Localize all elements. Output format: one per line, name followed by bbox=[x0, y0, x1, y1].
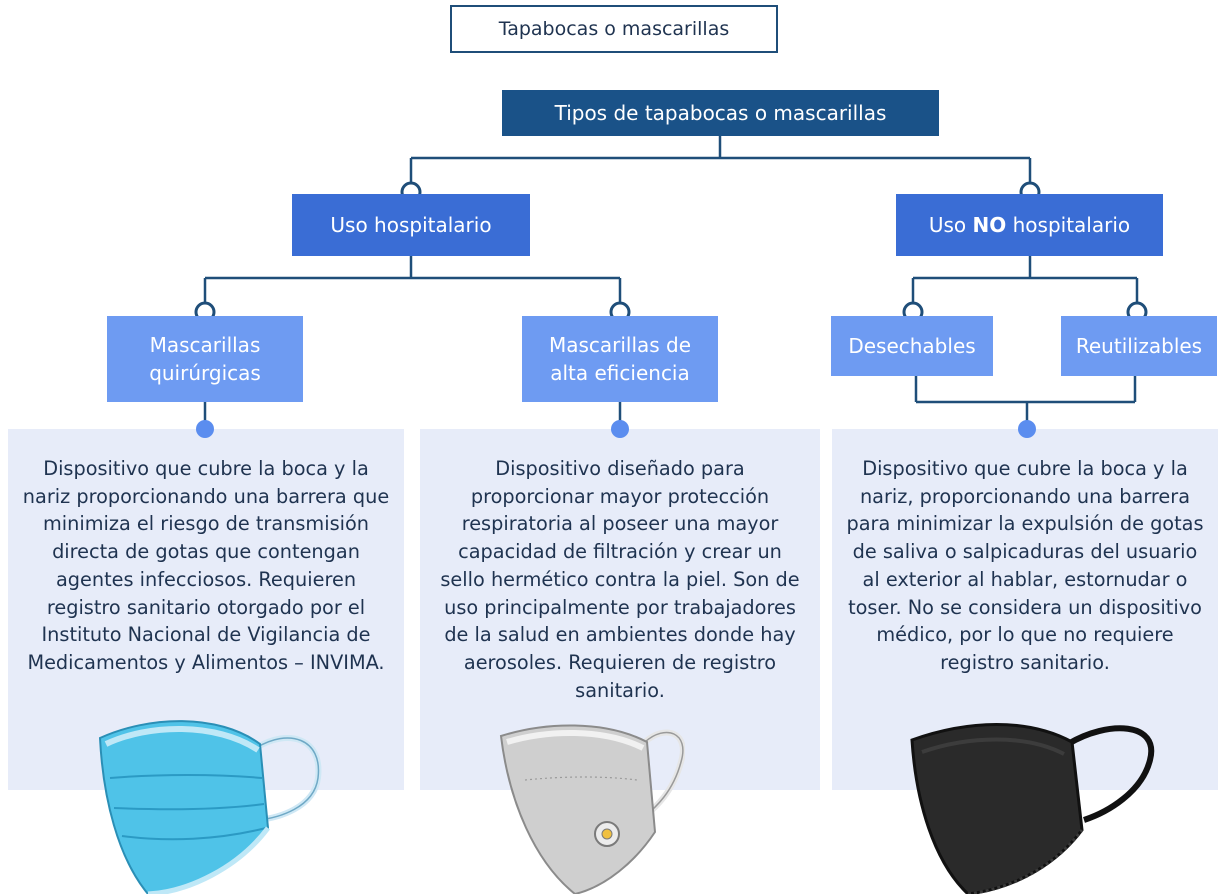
non-hospital-use-label: Uso NO hospitalario bbox=[929, 213, 1130, 237]
reusable-label: Reutilizables bbox=[1075, 334, 1203, 358]
high-efficiency-description-panel: Dispositivo diseñado para proporcionar m… bbox=[420, 429, 820, 790]
non-hospital-suffix: hospitalario bbox=[1006, 213, 1131, 237]
surgical-masks-label: Mascarillas quirúrgicas bbox=[149, 333, 261, 385]
reusable-node: Reutilizables bbox=[1061, 316, 1217, 376]
diagram-title-text: Tapabocas o mascarillas bbox=[498, 18, 730, 40]
hospital-use-label: Uso hospitalario bbox=[330, 213, 492, 237]
high-efficiency-masks-label: Mascarillas de alta eficiencia bbox=[548, 333, 692, 385]
surgical-masks-node: Mascarillas quirúrgicas bbox=[107, 316, 303, 402]
non-hospital-description: Dispositivo que cubre la boca y la nariz… bbox=[846, 457, 1204, 674]
high-efficiency-masks-node: Mascarillas de alta eficiencia bbox=[522, 316, 718, 402]
non-hospital-emphasis: NO bbox=[972, 213, 1007, 237]
root-node: Tipos de tapabocas o mascarillas bbox=[502, 90, 939, 136]
cloth-mask-icon bbox=[910, 723, 1155, 894]
high-efficiency-description: Dispositivo diseñado para proporcionar m… bbox=[440, 457, 800, 702]
non-hospital-use-node: Uso NO hospitalario bbox=[896, 194, 1163, 256]
disposable-node: Desechables bbox=[831, 316, 993, 376]
kn95-mask-icon bbox=[499, 724, 685, 894]
hospital-use-node: Uso hospitalario bbox=[292, 194, 530, 256]
surgical-mask-icon bbox=[98, 720, 322, 894]
root-node-label: Tipos de tapabocas o mascarillas bbox=[554, 101, 887, 125]
non-hospital-prefix: Uso bbox=[928, 213, 973, 237]
diagram-title: Tapabocas o mascarillas bbox=[450, 5, 778, 53]
disposable-label: Desechables bbox=[848, 334, 976, 358]
surgical-description: Dispositivo que cubre la boca y la nariz… bbox=[22, 457, 390, 674]
